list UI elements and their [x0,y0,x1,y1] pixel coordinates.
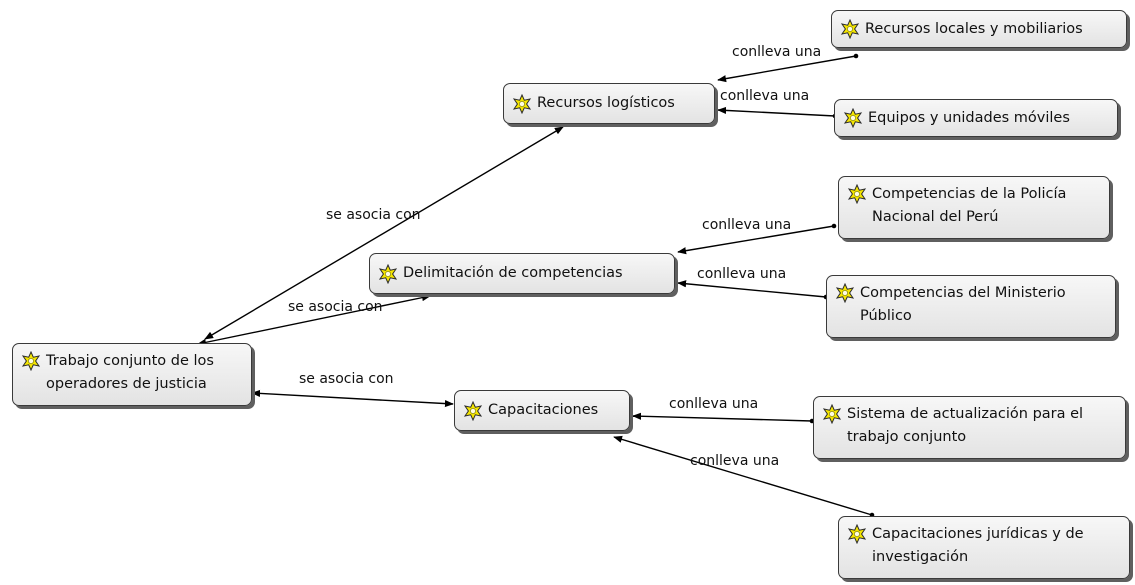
concept-label: Competencias de la Policía Nacional del … [872,186,1067,225]
concept-star-icon [835,282,855,304]
edge-policia-delimitacion [677,225,835,255]
edge-juridicas-capacitaciones [613,435,873,516]
edge-label-conlleva-ministerio: conlleva una [697,266,787,282]
concept-star-icon [378,263,398,284]
concept-node-recursos-logisticos[interactable]: Recursos logísticos [503,83,715,124]
concept-label: Recursos locales y mobiliarios [865,20,1083,37]
edge-label-conlleva-policia: conlleva una [702,217,792,233]
edge-sistema-capacitaciones [632,412,813,422]
concept-node-competencias-ministerio[interactable]: Competencias del Ministerio Público [826,275,1116,338]
concept-star-icon [840,18,860,40]
edge-dot [853,53,859,59]
concept-star-icon [843,107,863,129]
edge-trabajo-capacitaciones [251,389,454,408]
concept-star-icon [463,400,483,421]
concept-node-capacitaciones-juridicas[interactable]: Capacitaciones jurídicas y de investigac… [838,516,1130,579]
concept-label: Capacitaciones [488,402,599,418]
edge-locales-recursos [717,55,857,83]
concept-node-equipos[interactable]: Equipos y unidades móviles [834,99,1118,137]
concept-label: Sistema de actualización para el trabajo… [847,406,1084,445]
concept-star-icon [512,93,532,114]
concept-star-icon [847,523,867,545]
edge-dot [831,223,837,229]
edge-label-conlleva-equipos: conlleva una [720,88,810,104]
concept-node-recursos-locales[interactable]: Recursos locales y mobiliarios [831,10,1127,48]
edge-label-conlleva-juridicas: conlleva una [690,453,780,469]
edge-trabajo-delimitacion [197,294,431,346]
concept-node-competencias-policia[interactable]: Competencias de la Policía Nacional del … [838,176,1110,239]
concept-node-capacitaciones[interactable]: Capacitaciones [454,390,630,431]
edge-label-asocia-delimitacion: se asocia con [288,299,383,315]
concept-star-icon [822,403,842,425]
concept-node-sistema-actualizacion[interactable]: Sistema de actualización para el trabajo… [813,396,1126,459]
concept-star-icon [21,350,41,372]
concept-star-icon [847,183,867,205]
concept-node-trabajo-conjunto[interactable]: Trabajo conjunto de los operadores de ju… [12,343,252,406]
concept-label: Trabajo conjunto de los operadores de ju… [46,353,214,392]
edge-ministerio-delimitacion [677,280,827,298]
concept-label: Equipos y unidades móviles [868,109,1070,126]
edge-label-conlleva-sistema: conlleva una [669,396,759,412]
concept-label: Delimitación de competencias [403,265,623,281]
edge-trabajo-recursos [204,126,564,340]
edge-label-asocia-recursos: se asocia con [326,207,421,223]
edge-equipos-recursos [717,106,836,117]
edge-label-asocia-capacitaciones: se asocia con [299,371,394,387]
concept-label: Competencias del Ministerio Público [860,285,1066,324]
concept-node-delimitacion[interactable]: Delimitación de competencias [369,253,675,294]
concept-label: Recursos logísticos [537,95,675,111]
concept-label: Capacitaciones jurídicas y de investigac… [872,526,1084,565]
edge-label-conlleva-locales: conlleva una [732,44,822,60]
